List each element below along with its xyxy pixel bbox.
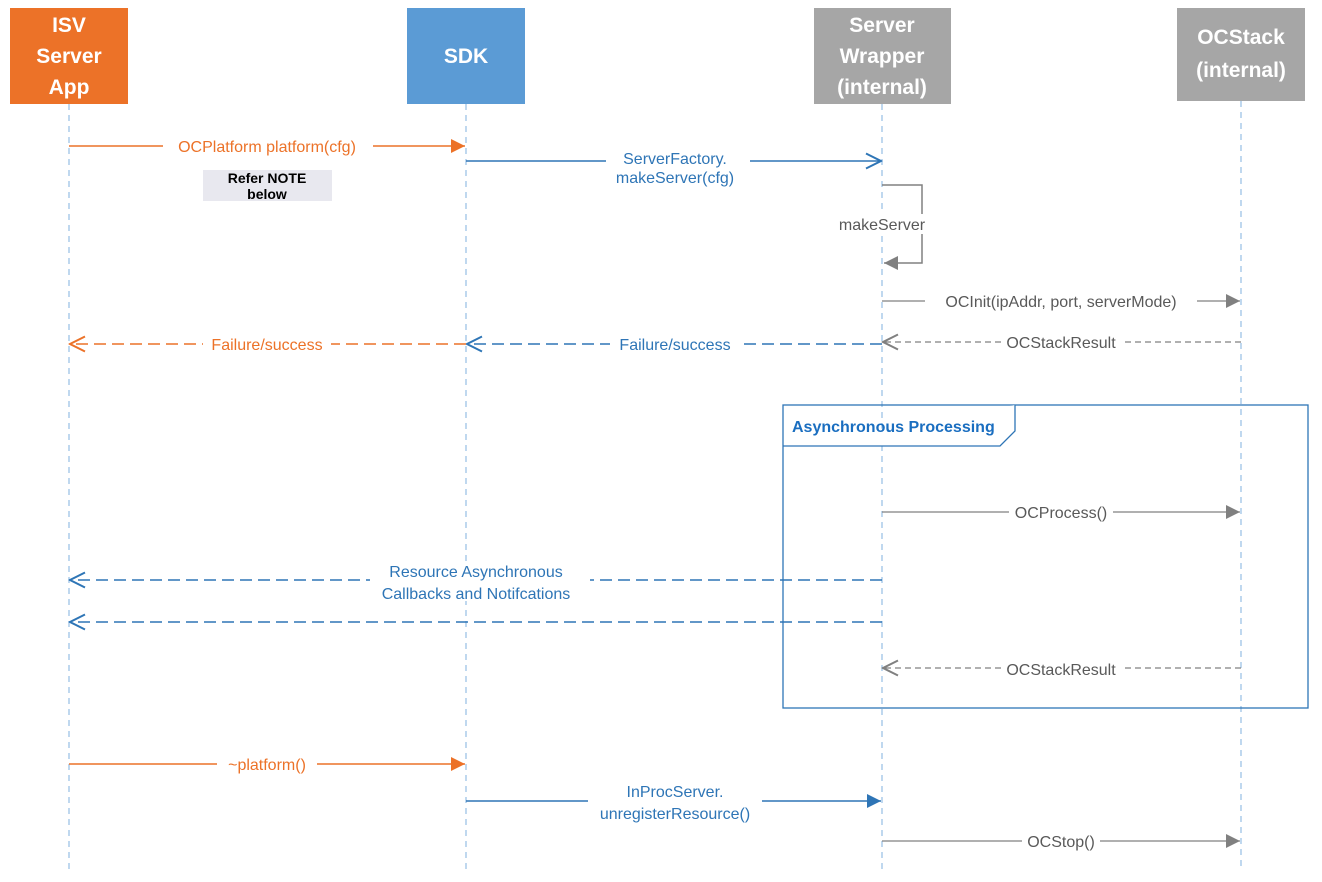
message-label: InProcServer. xyxy=(627,784,724,801)
message-ocprocess: OCProcess() xyxy=(882,502,1240,522)
label-backdrop xyxy=(606,148,750,186)
lifeline-header-box xyxy=(1177,8,1305,101)
lifeline-server-wrapper: Server Wrapper (internal) xyxy=(814,8,951,104)
message-label: OCProcess() xyxy=(1015,505,1107,522)
message-label: unregisterResource() xyxy=(600,806,750,823)
note-refer-below: Refer NOTE below xyxy=(203,170,332,202)
label-backdrop xyxy=(1022,831,1100,851)
label-backdrop xyxy=(370,561,590,601)
message-failure-success-blue: Failure/success xyxy=(467,334,882,354)
lifeline-header-box xyxy=(407,8,525,104)
lifeline-header-box xyxy=(814,8,951,104)
message-failure-success-orange: Failure/success xyxy=(70,334,466,354)
message-label: OCPlatform platform(cfg) xyxy=(178,139,356,156)
label-backdrop xyxy=(925,291,1197,311)
message-unregister-resource: InProcServer. unregisterResource() xyxy=(466,782,881,824)
label-backdrop xyxy=(1009,502,1113,522)
message-label: Failure/success xyxy=(619,337,730,354)
message-serverfactory-makeserver: ServerFactory. makeServer(cfg) xyxy=(466,148,881,187)
label-backdrop xyxy=(203,334,331,354)
lifeline-title-line: (internal) xyxy=(1196,59,1286,82)
note-line: below xyxy=(247,186,287,202)
frame-title: Asynchronous Processing xyxy=(792,419,995,436)
message-ocstackresult-2: OCStackResult xyxy=(883,659,1241,679)
message-label: OCStackResult xyxy=(1006,662,1116,679)
frame-title-tab xyxy=(783,405,1016,447)
message-ocinit: OCInit(ipAddr, port, serverMode) xyxy=(882,291,1240,311)
lifeline-ocstack: OCStack (internal) xyxy=(1177,8,1305,101)
message-resource-async-callbacks: Resource Asynchronous Callbacks and Noti… xyxy=(70,561,882,603)
message-ocstop: OCStop() xyxy=(882,831,1240,851)
message-label: Resource Asynchronous xyxy=(389,564,562,581)
lifeline-title-line: Server xyxy=(36,45,101,68)
message-makeserver-self: makeServer xyxy=(834,184,932,270)
lifeline-header-box xyxy=(10,8,128,104)
message-label: ~platform() xyxy=(228,757,306,774)
message-label: ServerFactory. xyxy=(623,151,727,168)
lifeline-sdk: SDK xyxy=(407,8,525,104)
lifeline-title-line: Server xyxy=(849,14,914,37)
label-backdrop xyxy=(1002,332,1122,352)
message-label: Failure/success xyxy=(211,337,322,354)
message-label: OCInit(ipAddr, port, serverMode) xyxy=(945,294,1176,311)
lifeline-title-line: (internal) xyxy=(837,76,927,99)
note-line: Refer NOTE xyxy=(228,170,307,186)
message-ocplatform-platform: OCPlatform platform(cfg) xyxy=(69,136,465,156)
lifeline-title-line: SDK xyxy=(444,45,488,68)
message-label: makeServer xyxy=(839,217,926,234)
label-backdrop xyxy=(610,334,738,354)
frame-border xyxy=(782,404,1309,709)
label-backdrop xyxy=(834,214,932,234)
lifeline-title-line: Wrapper xyxy=(840,45,925,68)
lifeline-title-line: ISV xyxy=(52,14,86,37)
message-label: OCStop() xyxy=(1027,834,1095,851)
label-backdrop xyxy=(217,754,317,774)
lifeline-isv-server-app: ISV Server App xyxy=(10,8,128,104)
message-ocstackresult-1: OCStackResult xyxy=(883,332,1241,352)
message-platform-destructor: ~platform() xyxy=(69,754,465,774)
lifeline-title-line: OCStack xyxy=(1197,26,1285,49)
message-label: makeServer(cfg) xyxy=(616,170,734,187)
message-label: OCStackResult xyxy=(1006,335,1116,352)
lifeline-title-line: App xyxy=(49,76,90,99)
note-box xyxy=(203,170,332,201)
async-processing-frame: Asynchronous Processing xyxy=(782,404,1309,709)
label-backdrop xyxy=(588,782,762,824)
label-backdrop xyxy=(1002,659,1122,679)
label-backdrop xyxy=(163,136,373,156)
message-label: Callbacks and Notifcations xyxy=(382,586,571,603)
